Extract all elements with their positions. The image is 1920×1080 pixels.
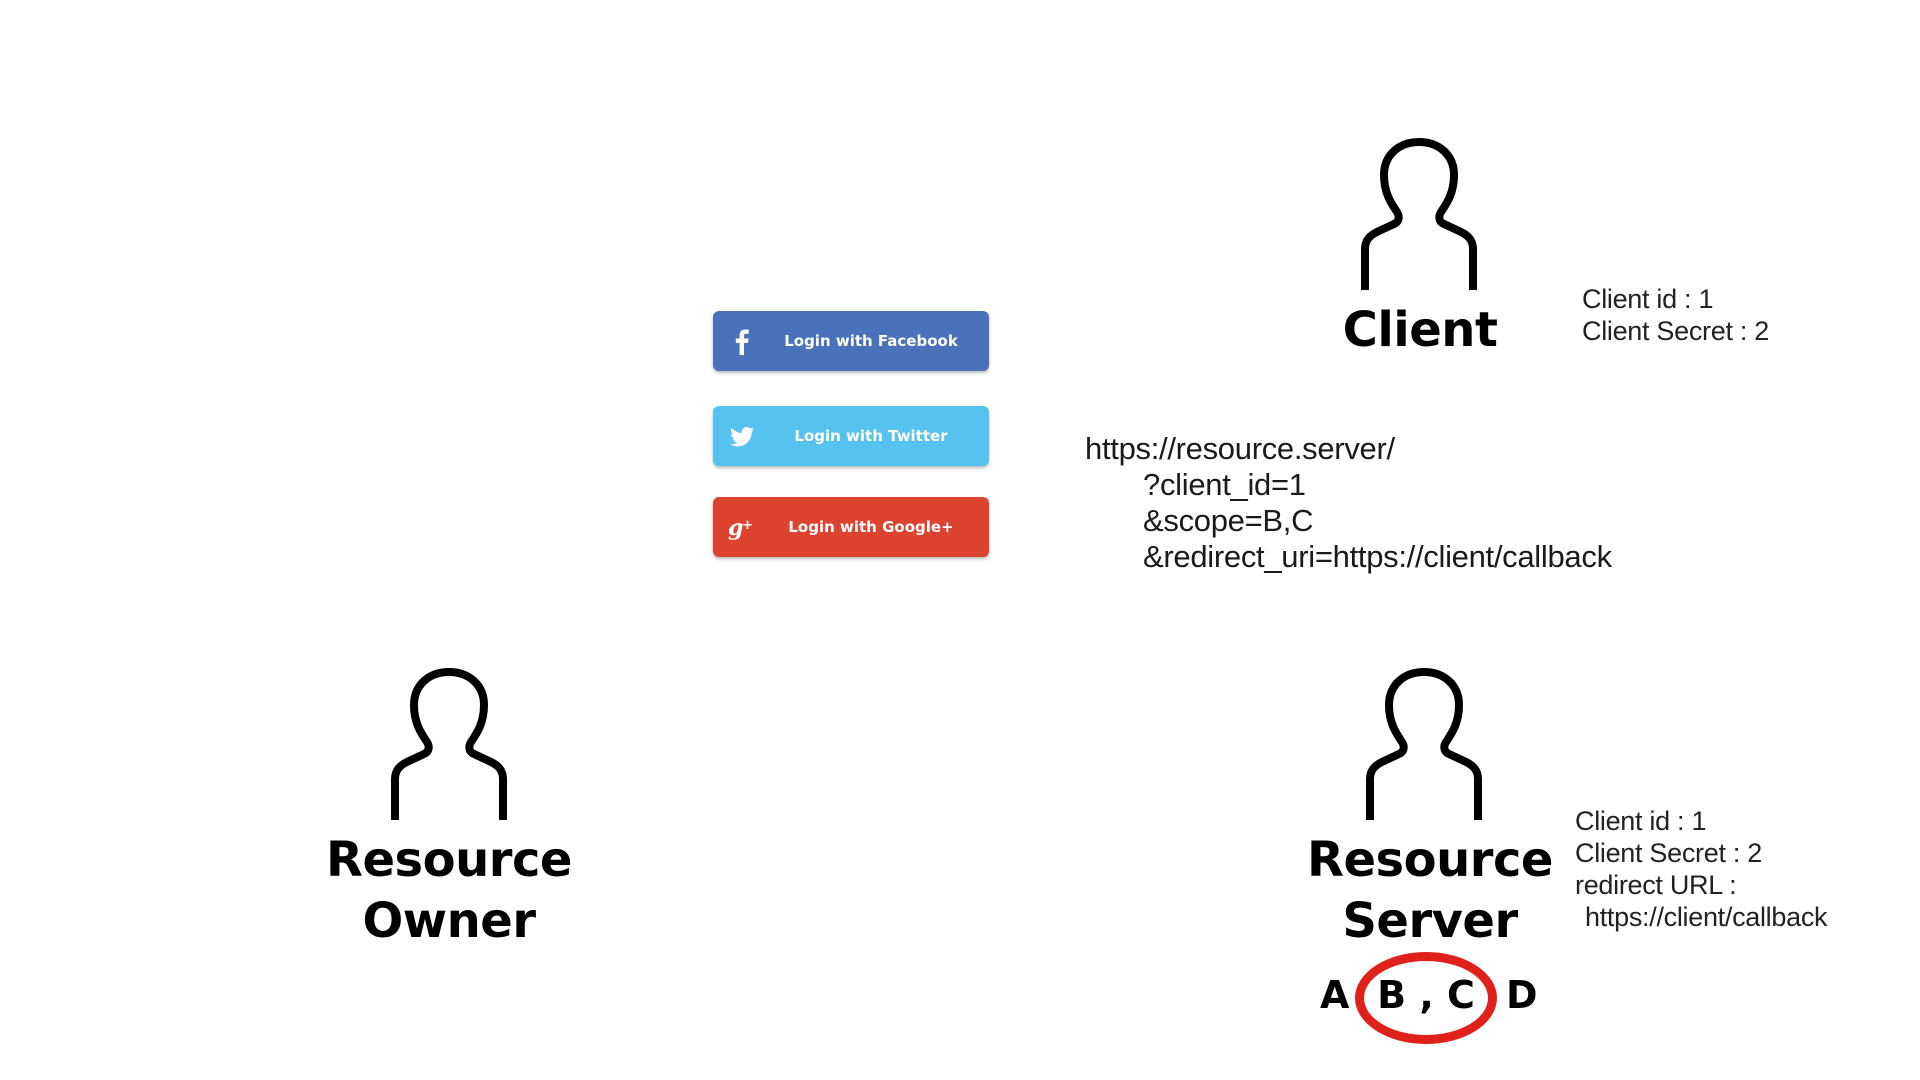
resource-owner-person-icon: [388, 666, 510, 824]
auth-url-client-id: ?client_id=1: [1143, 467, 1306, 502]
client-person-icon: [1358, 136, 1480, 294]
facebook-icon: [727, 326, 757, 356]
login-google-plus-label: Login with Google+: [788, 518, 954, 536]
authorization-url: https://resource.server/ ?client_id=1 &s…: [1085, 431, 1612, 575]
client-credentials: Client id : 1 Client Secret : 2: [1582, 283, 1769, 347]
google-plus-icon: g +: [727, 512, 757, 542]
client-secret-text: Client Secret : 2: [1582, 316, 1769, 346]
scope-d: D: [1506, 973, 1538, 1017]
login-twitter-label: Login with Twitter: [794, 427, 948, 445]
login-twitter-button[interactable]: Login with Twitter: [713, 406, 989, 466]
rs-redirect-url-value: https://client/callback: [1585, 902, 1828, 932]
scope-b-c: B , C: [1377, 973, 1475, 1017]
twitter-icon: [727, 421, 757, 451]
scope-highlight-circle: [1355, 952, 1497, 1044]
resource-server-label: Resource Server: [1307, 832, 1553, 949]
client-label: Client: [1342, 302, 1498, 358]
rs-client-id-text: Client id : 1: [1575, 806, 1707, 836]
auth-url-redirect-uri: &redirect_uri=https://client/callback: [1143, 539, 1612, 574]
scope-a: A: [1320, 973, 1350, 1017]
rs-redirect-url-label: redirect URL :: [1575, 870, 1737, 900]
login-facebook-button[interactable]: Login with Facebook: [713, 311, 989, 371]
svg-text:g: g: [728, 515, 743, 541]
rs-client-secret-text: Client Secret : 2: [1575, 838, 1762, 868]
resource-server-person-icon: [1363, 666, 1485, 824]
login-google-plus-button[interactable]: g + Login with Google+: [713, 497, 989, 557]
resource-owner-label: Resource Owner: [326, 832, 572, 949]
resource-server-registration: Client id : 1 Client Secret : 2 redirect…: [1575, 805, 1828, 933]
login-facebook-label: Login with Facebook: [784, 332, 958, 350]
auth-url-scope: &scope=B,C: [1143, 503, 1314, 538]
svg-text:+: +: [742, 518, 753, 533]
auth-url-base: https://resource.server/: [1085, 431, 1395, 466]
client-id-text: Client id : 1: [1582, 284, 1714, 314]
